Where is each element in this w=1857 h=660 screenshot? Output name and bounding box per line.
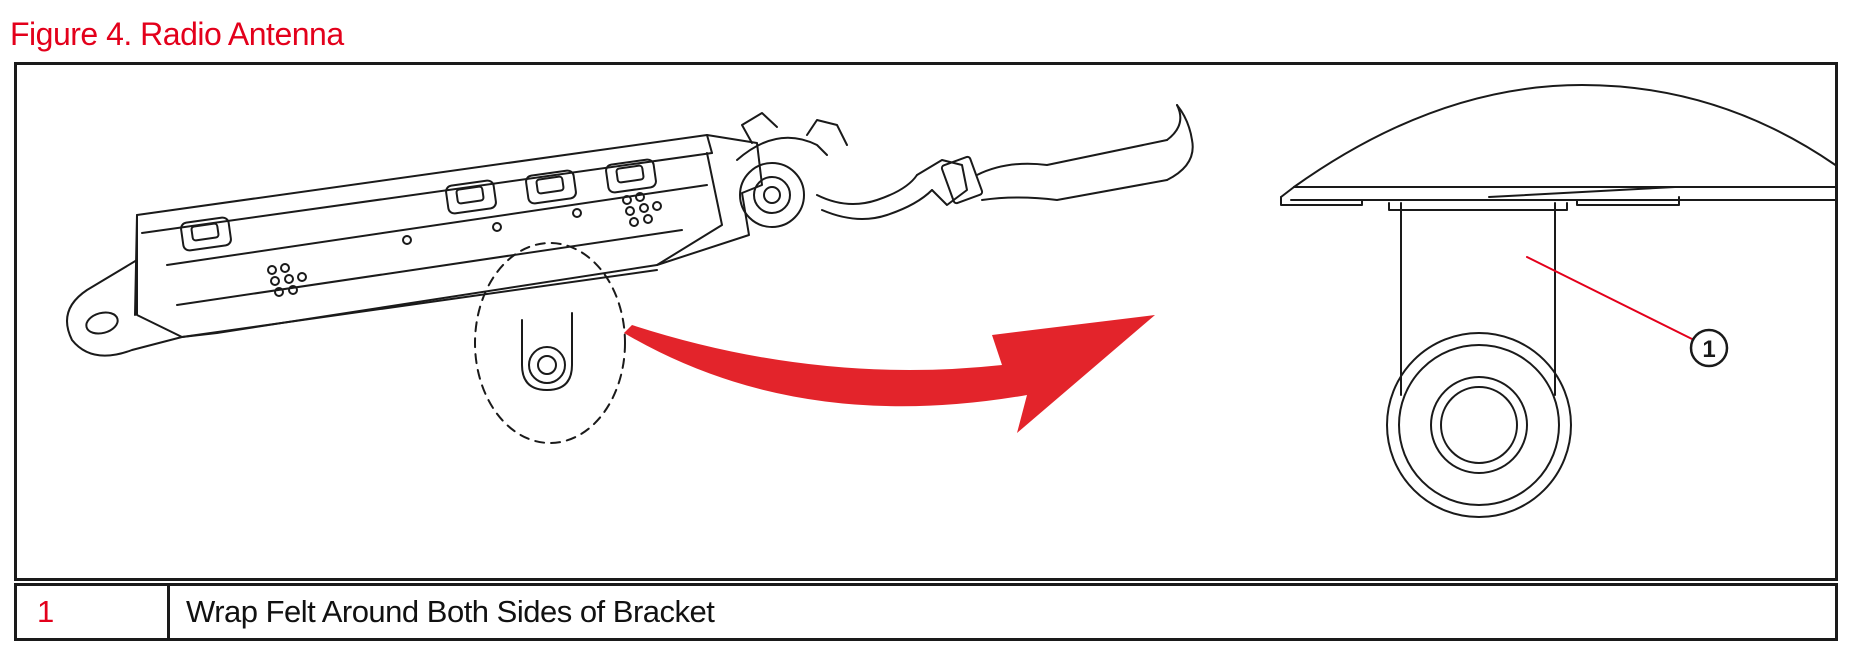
callout-number-1: 1 bbox=[1702, 336, 1715, 363]
radio-antenna-illustration: 1 bbox=[66, 84, 1835, 518]
legend-callout-number: 1 bbox=[14, 583, 170, 641]
figure-illustration-frame: 1 bbox=[14, 62, 1838, 581]
legend-callout-description: Wrap Felt Around Both Sides of Bracket bbox=[167, 583, 1838, 641]
legend-row: 1 Wrap Felt Around Both Sides of Bracket bbox=[14, 583, 1838, 641]
antenna-module-drawing bbox=[66, 104, 1194, 444]
legend-table: 1 Wrap Felt Around Both Sides of Bracket bbox=[14, 583, 1838, 641]
figure-title: Figure 4. Radio Antenna bbox=[10, 16, 344, 52]
bracket-detail-drawing bbox=[1280, 84, 1835, 518]
zoom-arrow-icon bbox=[624, 315, 1155, 433]
